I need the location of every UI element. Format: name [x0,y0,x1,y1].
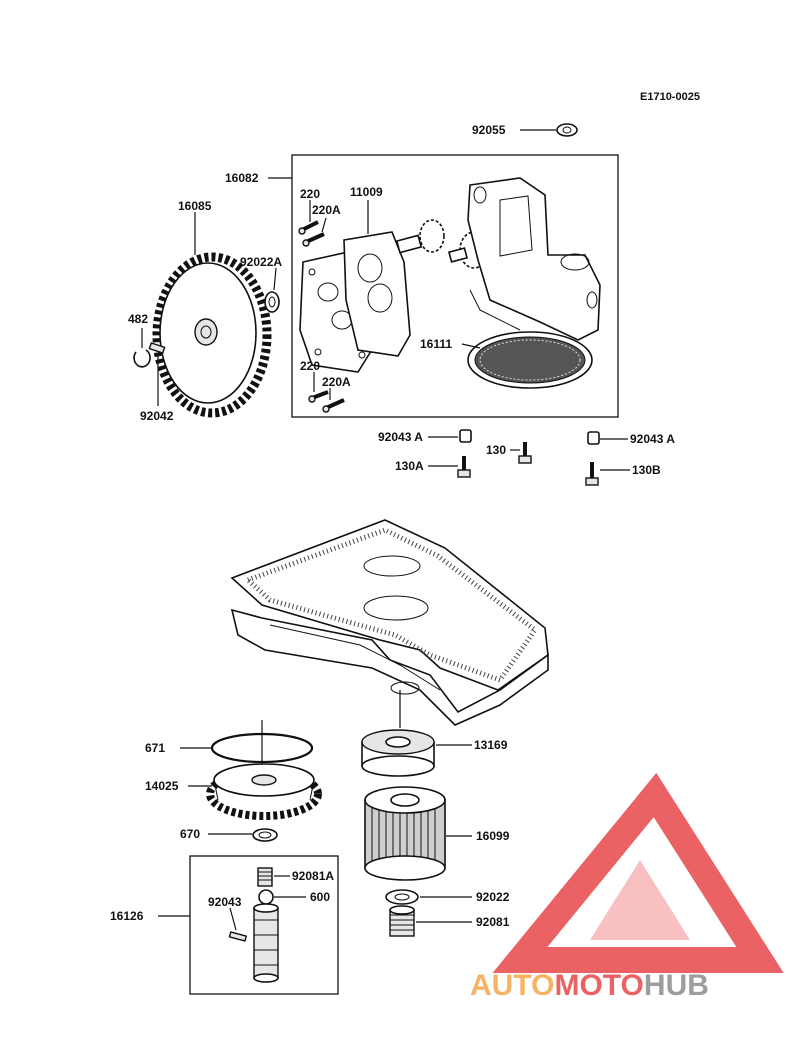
label-220A-top: 220A [312,203,341,217]
label-130A: 130A [395,459,424,473]
label-92081: 92081 [476,915,510,929]
oil-filter-16099 [364,786,446,881]
oil-pan [230,608,549,726]
label-92043A-left: 92043 A [378,430,423,444]
watermark-moto: MOTO [554,969,643,1002]
label-11009: 11009 [350,185,383,199]
label-220-bottom: 220 [300,359,320,373]
screw-220A-bottom [322,398,345,413]
label-670: 670 [180,827,200,841]
o-ring-670 [252,828,278,842]
washer-92022A [264,291,280,313]
dowel-92043A-right [587,431,600,445]
gasket-11009 [343,231,411,357]
screw-220-bottom [308,390,329,403]
dowel-92043A-left [459,429,472,443]
label-16111: 16111 [420,337,452,351]
label-130B: 130B [632,463,661,477]
label-220A-bottom: 220A [322,375,351,389]
screw-220A-top [302,232,325,247]
circlip-482 [133,349,151,368]
seal-92055 [556,123,578,137]
oil-pan-gasket [230,519,549,691]
label-92081A: 92081A [292,869,334,883]
label-16082: 16082 [225,171,259,185]
label-16126: 16126 [110,909,144,923]
label-14025: 14025 [145,779,179,793]
bolt-130A [457,456,471,478]
spring-92081 [389,905,415,937]
washer-92022 [385,889,419,905]
label-92022A: 92022A [240,255,282,269]
filter-cover-14025 [206,763,322,820]
label-16085: 16085 [178,199,212,213]
screw-220-top [298,220,319,235]
spacer-13169 [361,729,435,777]
pin-92043 [228,931,248,942]
strainer-screen-16111 [467,331,593,389]
pin-92042 [148,342,166,354]
relief-valve-body [253,903,279,983]
label-92042: 92042 [140,409,174,423]
watermark-logo: AUTOMOTOHUB [470,772,784,1002]
watermark-triangle [492,772,784,973]
label-671: 671 [145,741,165,755]
oil-pump-housing [467,177,601,341]
label-92043: 92043 [208,895,242,909]
bolt-130B [585,462,599,486]
pump-assembly-box [291,154,619,418]
watermark-inner [590,860,690,940]
label-16099: 16099 [476,829,510,843]
label-130: 130 [486,443,506,457]
watermark-hub: HUB [644,969,709,1002]
oil-pump-gear-16085 [152,252,272,418]
label-92022: 92022 [476,890,510,904]
bolt-130 [518,442,532,464]
spring-92081A [257,867,273,887]
label-482: 482 [128,312,148,326]
label-600: 600 [310,890,330,904]
label-220-top: 220 [300,187,320,201]
label-92055: 92055 [472,123,506,137]
label-92043A-right: 92043 A [630,432,675,446]
ball-600 [258,889,274,905]
label-13169: 13169 [474,738,508,752]
watermark-auto: AUTO [470,969,554,1002]
relief-valve-box [189,855,339,995]
diagram-code: E1710-0025 [640,91,700,103]
svg-text:AUTOMOTOHUB: AUTOMOTOHUB [470,969,709,1002]
